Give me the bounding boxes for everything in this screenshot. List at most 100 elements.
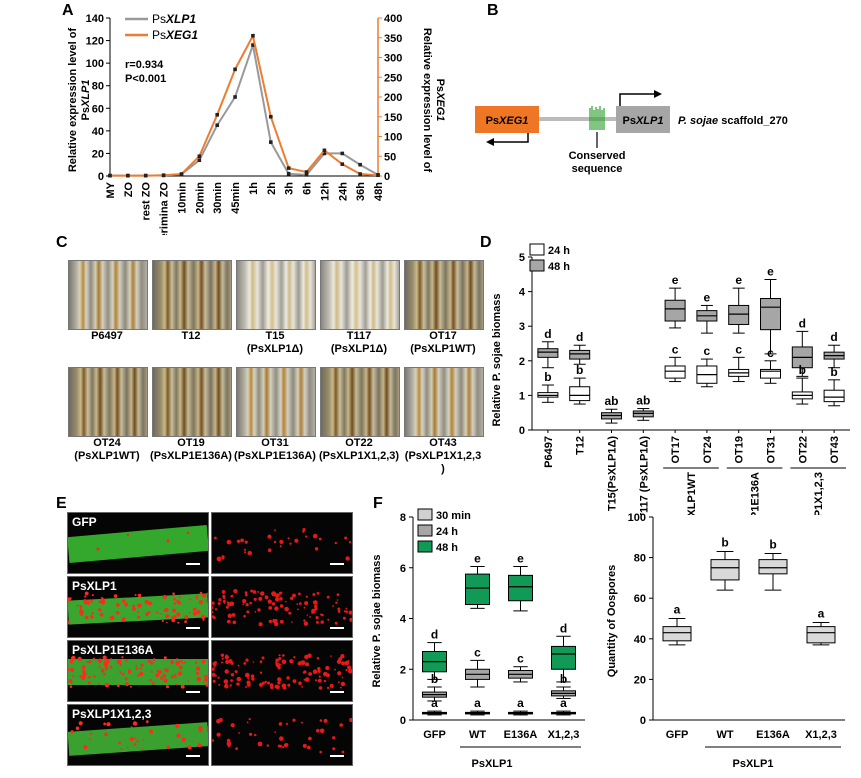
fluorescence-spot: [99, 612, 104, 617]
fluo-merge-e136a: PsXLP1E136A: [67, 640, 209, 702]
scale-bar: [330, 755, 344, 757]
fluorescence-spot: [201, 660, 206, 664]
fluorescence-spot: [337, 671, 342, 676]
fluorescence-spot: [150, 661, 154, 665]
xlp1-gene-label: PsXLP1: [623, 115, 664, 127]
fluorescence-spot: [196, 676, 201, 682]
fluorescence-spot: [344, 536, 348, 540]
scale-bar: [186, 627, 200, 629]
fluorescence-spot: [316, 591, 320, 595]
fluorescence-spot: [283, 743, 288, 748]
fluorescence-spot: [349, 717, 352, 723]
panel-d-letter-24h: ab: [636, 394, 650, 408]
fluorescence-spot: [316, 657, 320, 660]
fluorescence-spot: [177, 671, 182, 676]
fluorescence-spot: [212, 611, 214, 614]
fluorescence-spot: [192, 611, 197, 616]
fluorescence-spot: [132, 607, 136, 611]
panel-d-box: [760, 298, 781, 331]
fluorescence-spot: [88, 675, 91, 679]
panel-a-x-category: 2h: [266, 182, 278, 195]
fluorescence-spot: [116, 659, 122, 665]
scale-bar: [330, 691, 344, 693]
fluorescence-spot: [332, 747, 336, 751]
caption-t15: T15(PsXLP1Δ): [246, 330, 304, 355]
fluorescence-spot: [156, 669, 160, 673]
panel-d-box: [823, 389, 845, 403]
fluorescence-spot: [237, 664, 240, 667]
fluorescence-spot: [244, 540, 248, 544]
panel-a-right-tick-label: 100: [384, 132, 402, 144]
legend-label-24h: 24 h: [548, 245, 570, 257]
fluorescence-spot: [337, 607, 341, 611]
panel-f-right-x-category: GFP: [666, 729, 689, 741]
fluorescence-spot: [303, 670, 307, 674]
series-point-psxlp1: [358, 162, 362, 167]
fluorescence-spot: [258, 596, 263, 601]
fluorescence-spot: [303, 606, 306, 609]
fluorescence-spot: [304, 601, 309, 606]
fluorescence-spot: [279, 604, 284, 608]
legend-swatch-48h: [529, 259, 545, 272]
fluorescence-spot: [192, 608, 196, 612]
panel-d-letter-24h: b: [544, 370, 551, 384]
panel-f-right-y-tick-label: 20: [634, 674, 646, 686]
legend-label-30min: 30 min: [436, 510, 471, 522]
xeg1-gene-box: [475, 106, 539, 133]
fluorescence-spot: [152, 681, 155, 685]
series-point-psxeg1: [179, 172, 184, 176]
fluorescence-spot: [133, 743, 137, 746]
series-point-psxlp1: [197, 158, 202, 162]
fluorescence-spot: [275, 619, 278, 622]
fluorescence-spot: [227, 613, 232, 618]
panel-f-left-letter: e: [474, 551, 481, 565]
fluorescence-spot: [101, 597, 103, 599]
panel-d-letter-48h: e: [735, 273, 742, 287]
panel-f-left-y-tick-label: 0: [400, 715, 406, 727]
fluorescence-spot: [327, 618, 330, 621]
scale-bar: [186, 691, 200, 693]
fluorescence-spot: [336, 599, 339, 601]
fluorescence-spot: [221, 657, 224, 660]
fluorescence-spot: [116, 611, 120, 615]
panel-f-right-letter: b: [721, 536, 728, 550]
series-point-psxlp1: [269, 140, 273, 144]
fluorescence-spot: [68, 597, 71, 602]
fluorescence-spot: [116, 684, 120, 688]
fluorescence-spot: [69, 680, 73, 684]
fluorescence-spot: [277, 744, 281, 748]
fluorescence-spot: [337, 610, 341, 613]
series-point-psxeg1: [376, 173, 380, 178]
fluorescence-spot: [79, 609, 84, 615]
fluorescence-spot: [92, 657, 95, 660]
panel-a-right-tick-label: 250: [384, 72, 402, 84]
fluorescence-spot: [307, 745, 311, 750]
fluorescence-spot: [318, 675, 321, 678]
caption-ot43: OT43(PsXLP1X1,2,3): [404, 437, 482, 475]
fluorescence-spot: [245, 603, 249, 607]
fluorescence-spot: [189, 598, 192, 601]
panel-f-left-ylabel: Relative P. sojae biomass: [371, 554, 383, 687]
fluorescence-spot: [195, 594, 198, 597]
fluorescence-spot: [319, 680, 322, 683]
fluorescence-spot: [205, 683, 208, 687]
conserved-label-1: Conserved: [569, 150, 626, 162]
panel-letter-c: C: [56, 234, 68, 251]
fluorescence-spot: [201, 614, 206, 620]
fluorescence-spot: [230, 673, 235, 677]
fluorescence-spot: [312, 669, 318, 674]
series-point-psxlp1: [304, 173, 309, 177]
fluorescence-spot: [204, 677, 208, 682]
panel-a-x-category: 12h: [319, 182, 331, 201]
fluorescence-spot: [98, 600, 102, 604]
fluorescence-spot: [134, 594, 137, 596]
fluorescence-spot: [260, 591, 265, 596]
panel-a-right-tick-label: 300: [384, 53, 402, 65]
series-point-psxeg1: [269, 114, 273, 119]
panel-a-right-tick-label: 150: [384, 112, 402, 124]
fluorescence-spot: [173, 602, 177, 605]
fluorescence-spot: [320, 613, 323, 616]
fluorescence-spot: [304, 662, 310, 667]
fluorescence-spot: [195, 596, 198, 600]
